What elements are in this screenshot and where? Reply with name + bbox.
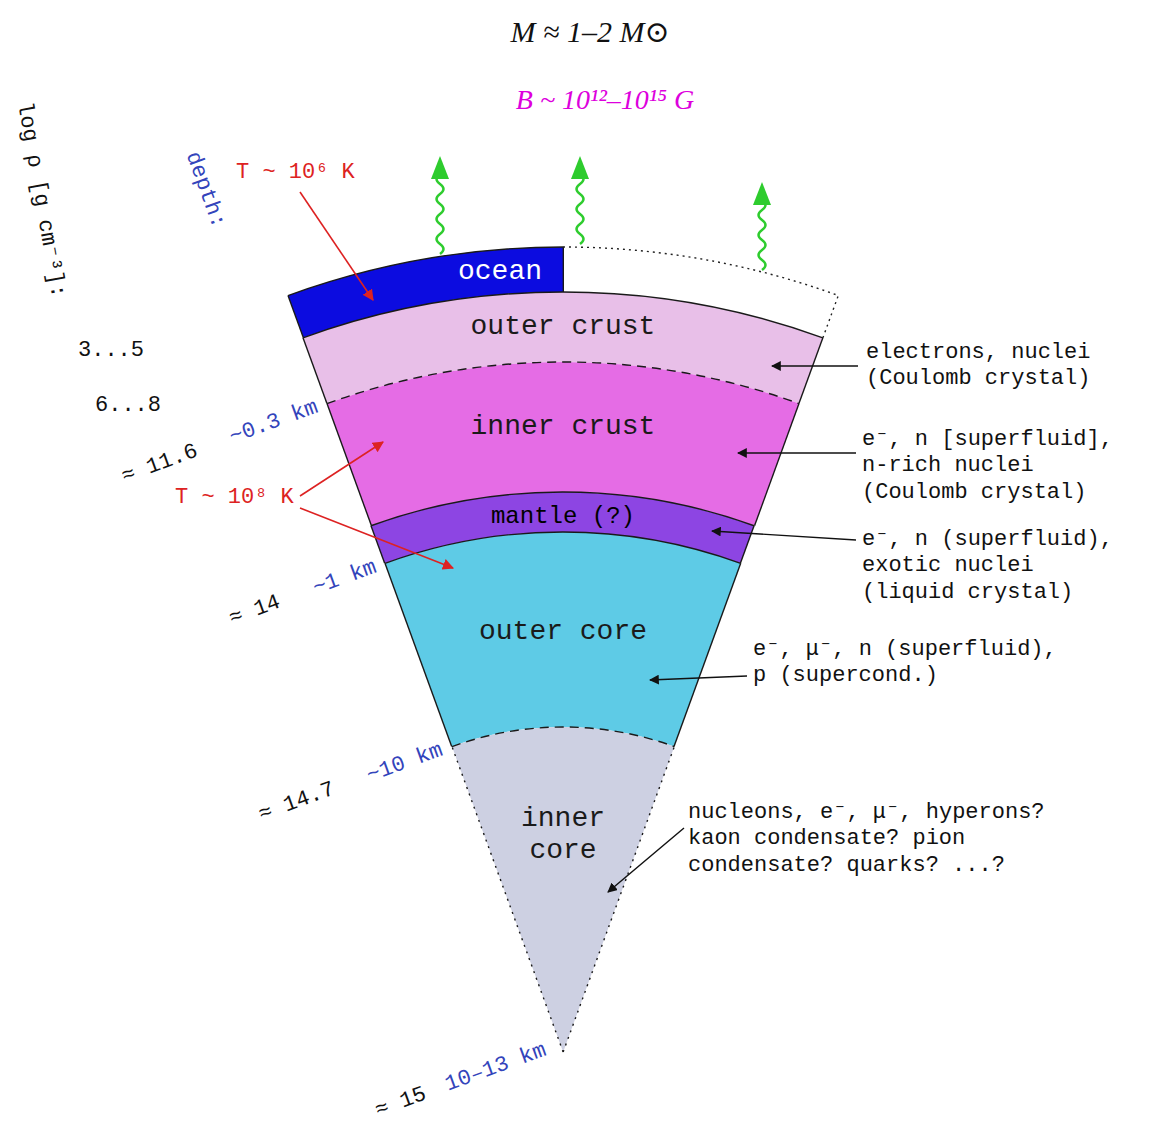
mass-range: M ≈ 1–2 M⊙ <box>510 14 669 50</box>
density-value: ≈ 14.7 <box>256 778 339 828</box>
temperature-leader <box>300 508 453 568</box>
label-holder: B ~ 10¹²–10¹⁵ G <box>516 83 694 117</box>
depth-heading: depth: <box>179 148 231 231</box>
label-holder: e⁻, n (superfluid), exotic nuclei (liqui… <box>862 527 1132 606</box>
temperature-label: T ~ 10⁶ K <box>236 160 355 186</box>
band-boundary <box>385 532 741 563</box>
label-holder: ≈ 11.6 <box>118 439 197 463</box>
layer-name: outer crust <box>471 311 656 343</box>
depth-value: ~1 km <box>310 556 380 601</box>
label-holder: 6...8 <box>95 393 161 419</box>
layer-name: mantle (?) <box>491 503 635 531</box>
temperature-leader <box>300 442 383 496</box>
composition-note: e⁻, n [superfluid], n-rich nuclei (Coulo… <box>862 427 1132 506</box>
title-holder: M ≈ 1–2 M⊙ <box>510 14 669 50</box>
depth-value: 10–13 km <box>443 1039 550 1098</box>
layer-band: inner core <box>452 727 674 1052</box>
label-holder: e⁻, μ⁻, n (superfluid), p (supercond.) <box>753 637 1083 690</box>
emission-wave <box>437 174 444 254</box>
callout-leader <box>650 676 747 680</box>
composition-note: e⁻, n (superfluid), exotic nuclei (liqui… <box>862 527 1132 606</box>
emission-wave <box>577 174 584 244</box>
label-holder: ~10 km <box>363 738 442 762</box>
composition-note: e⁻, μ⁻, n (superfluid), p (supercond.) <box>753 637 1083 690</box>
callout-leader <box>738 452 856 453</box>
depth-value: ~10 km <box>364 739 447 789</box>
emission-arrowhead <box>431 156 449 179</box>
temperature-leader <box>300 192 373 300</box>
band-shape <box>452 727 674 1052</box>
band-fill <box>385 532 741 747</box>
band-fill <box>452 727 674 1052</box>
emission-arrowhead <box>571 156 589 179</box>
band-side <box>303 338 327 404</box>
band-side <box>674 563 741 746</box>
callout-leader <box>712 531 856 540</box>
composition-note: nucleons, e⁻, μ⁻, hyperons? kaon condens… <box>688 800 1088 879</box>
ocean-dotted-outline <box>563 247 838 338</box>
band-side <box>452 747 563 1052</box>
layer-name: ocean <box>458 256 542 288</box>
band-side <box>799 338 823 404</box>
label-holder: ≈ 15 <box>373 1082 426 1106</box>
band-side <box>755 404 799 526</box>
band-side <box>563 747 674 1052</box>
label-holder: nucleons, e⁻, μ⁻, hyperons? kaon condens… <box>688 800 1088 879</box>
label-holder: log ρ [g cm⁻³]: <box>0 187 139 213</box>
layer-name: outer core <box>479 616 647 648</box>
layer-band: outer core <box>385 532 741 747</box>
emission-wave <box>759 200 766 270</box>
label-holder: T ~ 10⁸ K <box>175 485 294 511</box>
field-strength: B ~ 10¹²–10¹⁵ G <box>516 83 694 117</box>
band-side <box>741 526 755 564</box>
label-holder: ≈ 14 <box>227 590 280 614</box>
band-side <box>562 247 563 292</box>
label-holder: electrons, nuclei (Coulomb crystal) <box>866 340 1111 393</box>
depth-value: ~0.3 km <box>227 396 322 450</box>
band-group <box>385 532 741 747</box>
label-holder: T ~ 10⁶ K <box>236 160 355 186</box>
label-holder: 3...5 <box>78 338 144 364</box>
callout-leader <box>608 828 684 892</box>
band-side <box>385 563 452 746</box>
axis-title: log ρ [g cm⁻³]: <box>10 100 70 300</box>
composition-note: electrons, nuclei (Coulomb crystal) <box>866 340 1111 393</box>
density-value: ≈ 11.6 <box>119 440 202 490</box>
temperature-label: T ~ 10⁸ K <box>175 485 294 511</box>
label-holder: ≈ 14.7 <box>255 777 334 801</box>
density-value: ≈ 15 <box>372 1083 430 1124</box>
layer-name: inner core <box>508 803 618 867</box>
emission-arrowhead <box>753 182 771 205</box>
label-holder: ~1 km <box>310 555 376 579</box>
band-side <box>288 296 303 338</box>
band-boundary <box>452 727 674 747</box>
band-boundary <box>327 362 799 404</box>
label-holder: 10–13 km <box>440 1038 546 1062</box>
band-boundary <box>288 247 563 296</box>
band-side <box>371 526 385 564</box>
density-range: 6...8 <box>95 393 161 419</box>
callout-leader <box>772 365 858 366</box>
density-value: ≈ 14 <box>226 590 284 631</box>
label-holder: depth: <box>165 177 244 203</box>
layer-name: inner crust <box>471 411 656 443</box>
density-range: 3...5 <box>78 338 144 364</box>
label-holder: ~0.3 km <box>225 395 317 419</box>
label-holder: e⁻, n [superfluid], n-rich nuclei (Coulo… <box>862 427 1132 506</box>
band-group <box>452 727 674 1052</box>
